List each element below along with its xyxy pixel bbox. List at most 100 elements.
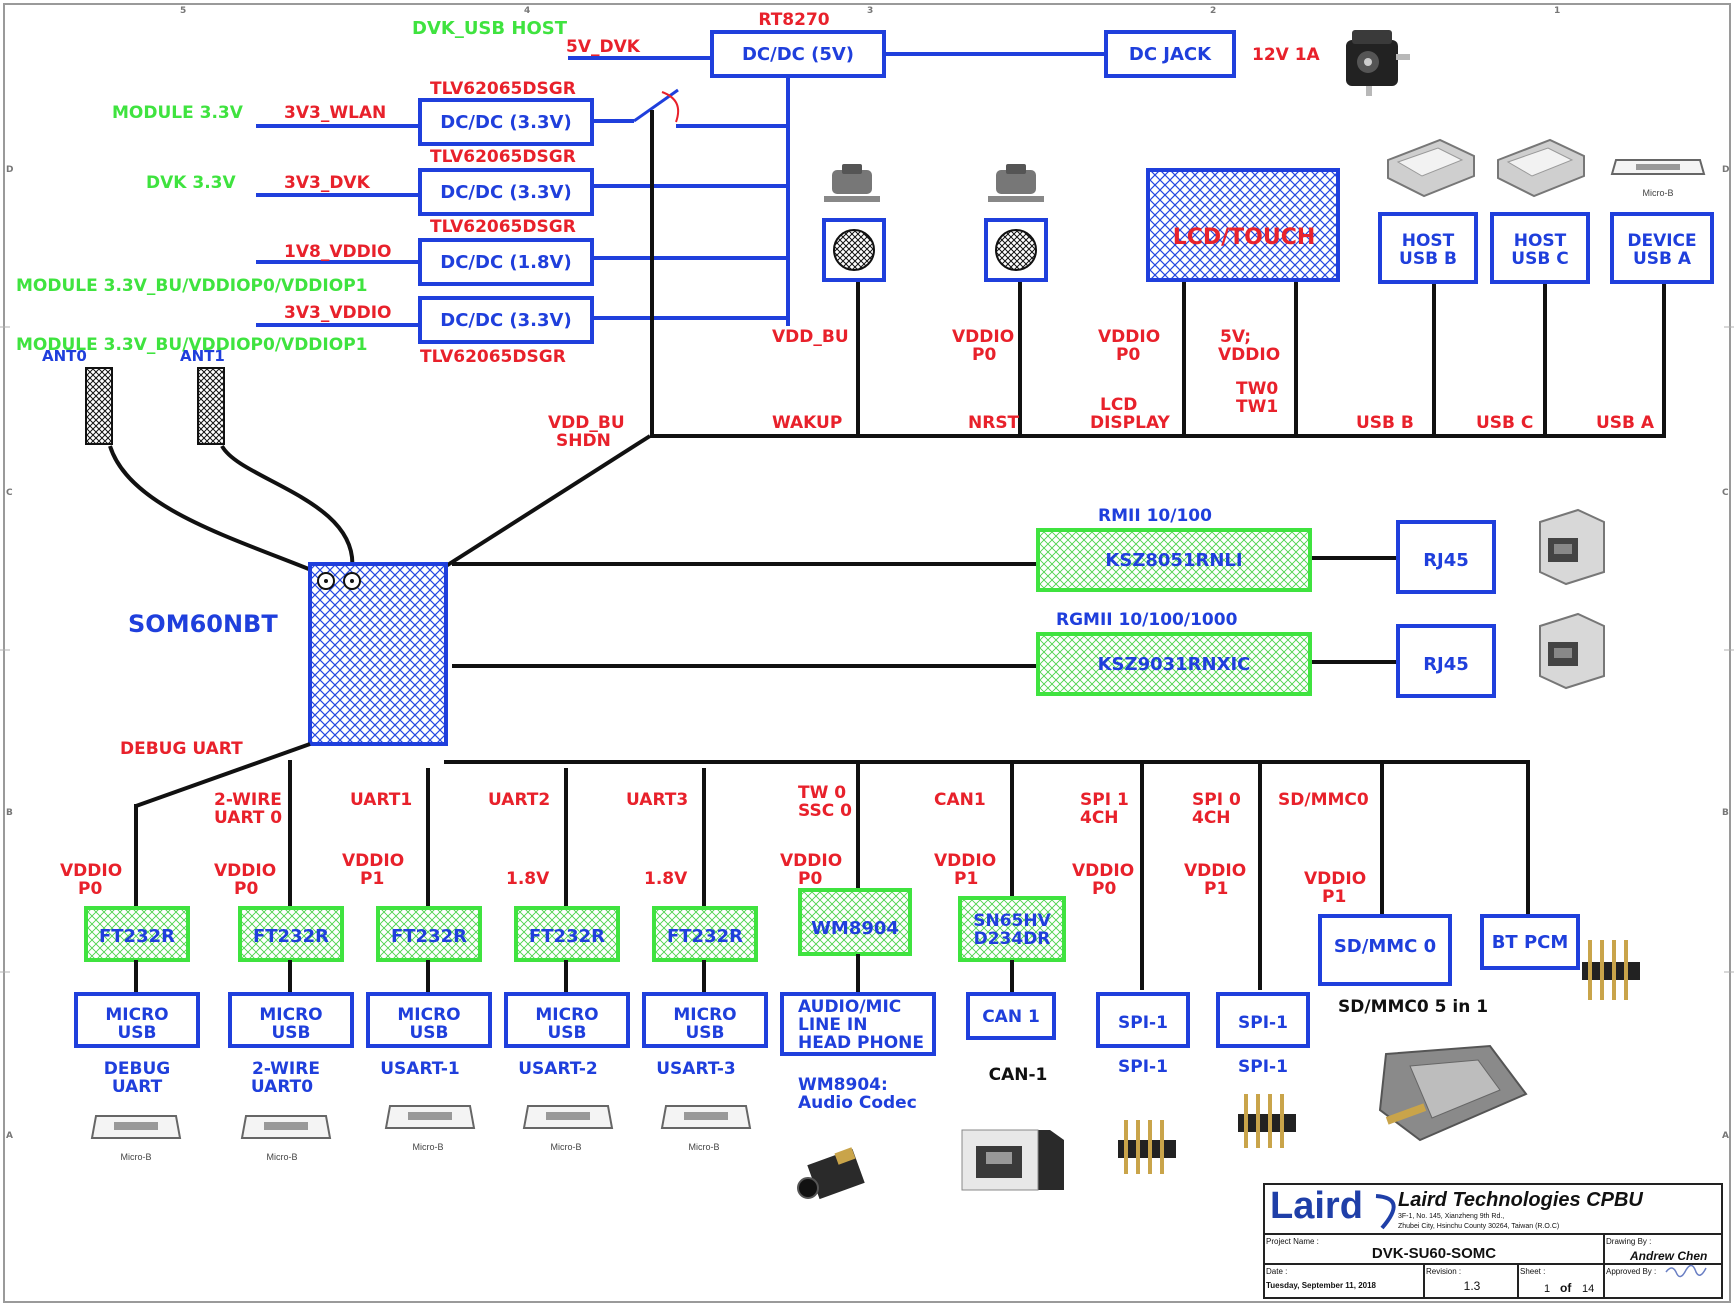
rj45-jack-icon-1 [1539,508,1605,586]
ch4-caption1: USART-2 [518,1059,598,1079]
dcdc-33-a-box [418,98,594,146]
host-usb-c-box [1490,212,1590,284]
dcdc-33-b-label: DC/DC (3.3V) [440,182,571,203]
lcd-vddio-label: VDDIO [1098,327,1160,347]
sheet-label: Sheet : [1520,1267,1545,1276]
ch4-voltage: 1.8V [506,869,550,889]
ch6-top1: TW 0 [798,783,846,803]
ch9-top2: 4CH [1192,808,1231,828]
ch1-conn-line2: USB [117,1023,156,1043]
ch2-caption1: 2-WIRE [252,1059,320,1079]
channel-audio: TW 0 SSC 0 VDDIO P0 WM8904 AUDIO/MIC LIN… [780,783,936,1200]
revision-value: 1.3 [1464,1279,1481,1293]
dcdc-vddio-block: 3V3_VDDIO DC/DC (3.3V) TLV62065DSGR MODU… [16,296,594,367]
ch2-top2: UART 0 [214,808,282,828]
micro-b-caption-5: Micro-B [689,1142,720,1152]
ch2-chip-label: FT232R [253,926,329,947]
channel-spi0: SPI 0 4CH VDDIO P1 SPI-1 SPI-1 [1184,790,1310,1148]
rj45-1-label: RJ45 [1423,550,1469,571]
ch3-conn-box [366,992,492,1048]
host-usb-c-line1: HOST [1514,231,1567,251]
lcd-p0-label: P0 [1116,345,1140,365]
rt8270-label: RT8270 [758,10,829,30]
module-bu-label-2: MODULE 3.3V_BU/VDDIOP0/VDDIOP1 [16,335,368,355]
ch3-conn-line2: USB [409,1023,448,1043]
dcdc-5v-box [710,30,886,78]
tw1-label: TW1 [1236,397,1278,417]
ant0-icon [85,367,113,445]
v3v3-dvk-label: 3V3_DVK [284,173,371,193]
ch8-top2: 4CH [1080,808,1119,828]
ch7-chip-line2: D234DR [974,929,1051,949]
micro-usb-icon-2: Micro-B [240,1115,332,1162]
frame-row-d: D [6,165,13,175]
dcdc-33-a-label: DC/DC (3.3V) [440,112,571,133]
sheet-value: 1 [1544,1283,1550,1295]
project-name-label: Project Name : [1266,1237,1319,1246]
rj45-jack-icon-2 [1539,612,1605,690]
pin-header-icon-2 [1238,1094,1296,1148]
date-value: Tuesday, September 11, 2018 [1266,1281,1377,1290]
micro-b-caption-4: Micro-B [551,1142,582,1152]
ch6-chip-label: WM8904 [811,918,899,939]
lcd-touch-label: LCD/TOUCH [1173,225,1316,250]
nrst-vddio-label: VDDIO [952,327,1014,347]
bottom-bus-wires [134,742,1530,990]
ch6-caption2: Audio Codec [798,1093,917,1113]
tw0-label: TW0 [1236,379,1278,399]
sheet-total: 14 [1582,1283,1594,1295]
pin-header-icon-1 [1118,1120,1176,1174]
debug-uart-label: DEBUG UART [120,739,243,759]
company-address-2: Zhubei City, Hsinchu County 30264, Taiwa… [1398,1223,1559,1230]
ch5-conn-line1: MICRO [673,1005,736,1025]
micro-usb-icon-5: Micro-B [660,1105,752,1152]
top-bus-wires [444,110,1666,568]
ch7-conn-line1: CAN 1 [982,1007,1040,1027]
micro-b-caption-3: Micro-B [413,1142,444,1152]
drawing-by-label: Drawing By : [1606,1237,1651,1246]
ch8-p0: P0 [1092,879,1116,899]
ch4-conn-line1: MICRO [535,1005,598,1025]
ant1-label: ANT1 [180,347,225,365]
power-wires [256,52,1104,327]
ch8-conn-box [1096,992,1190,1048]
wakeup-button-icon [824,164,880,202]
wakup-vdd-label: VDD_BU [772,327,849,347]
rgmii-label: RGMII 10/100/1000 [1056,610,1238,630]
ant1-cable [220,444,355,571]
device-usb-a-line1: DEVICE [1627,231,1696,251]
ch9-p1: P1 [1204,879,1228,899]
dcdc-5v-label: DC/DC (5V) [742,44,854,65]
ksz9031-box [1036,632,1312,696]
micro-b-caption-2: Micro-B [267,1152,298,1162]
frame-border [3,3,1731,1303]
ch8-conn-line1: SPI-1 [1118,1013,1168,1033]
micro-b-caption: Micro-B [1643,188,1674,198]
host-usb-b-box [1378,212,1478,284]
ch6-conn-line3: HEAD PHONE [798,1033,924,1053]
dcdc-dvk-block: TLV62065DSGR DVK 3.3V 3V3_DVK DC/DC (3.3… [146,147,594,216]
laird-logo: Laird [1270,1185,1363,1227]
wlan-label: 3V3_WLAN [284,103,386,123]
dcdc-33-c-box [418,296,594,344]
dcdc-18-box [418,238,594,286]
frame-row-b-right: B [1722,808,1729,818]
frame-col-4: 4 [524,6,530,16]
lcd-label: LCD [1100,395,1137,415]
dc-jack-icon [1346,30,1410,96]
ch7-conn-box [966,992,1056,1040]
ch1-p0: P0 [78,879,102,899]
channel-2wire-uart: 2-WIRE UART 0 VDDIO P0 FT232R MICRO USB … [214,790,354,1162]
ch9-conn-line1: SPI-1 [1238,1013,1288,1033]
project-name: DVK-SU60-SOMC [1372,1245,1496,1262]
approved-by-label: Approved By : [1606,1267,1656,1276]
ch10-vddio: VDDIO [1304,869,1366,889]
five-v-label: 5V; [1220,327,1251,347]
ch11-conn-line1: BT PCM [1492,932,1569,953]
nrst-p0-label: P0 [972,345,996,365]
company-name: Laird Technologies CPBU [1398,1189,1643,1211]
ch10-caption1: SD/MMC0 5 in 1 [1338,997,1488,1017]
company-address-1: 3F-1, No. 145, Xianzheng 9th Rd., [1398,1213,1504,1220]
usb-c-label: USB C [1476,413,1533,433]
frame-col-5: 5 [180,6,186,16]
